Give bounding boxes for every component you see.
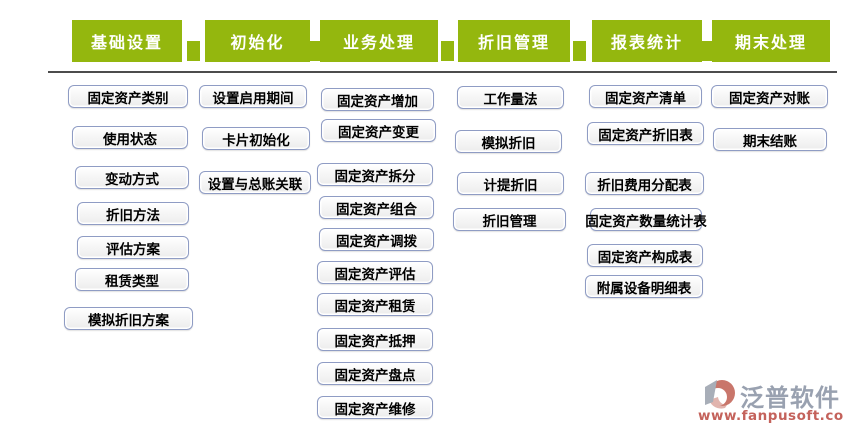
tab-connector: [702, 41, 715, 61]
module-button[interactable]: 固定资产构成表: [587, 244, 703, 267]
tab-connector: [310, 41, 323, 61]
module-button[interactable]: 固定资产数量统计表: [585, 208, 707, 231]
module-button[interactable]: 固定资产清单: [589, 85, 702, 108]
module-button[interactable]: 计提折旧: [457, 172, 564, 195]
tab-connector: [441, 41, 454, 61]
tab-connector: [573, 41, 586, 61]
brand-url-text: www.fanpusoft.com: [698, 408, 844, 424]
module-button[interactable]: 折旧费用分配表: [585, 172, 704, 195]
tab-depreciation-management[interactable]: 折旧管理: [458, 20, 570, 62]
module-button[interactable]: 设置启用期间: [199, 85, 307, 108]
tab-period-end-processing[interactable]: 期末处理: [712, 20, 830, 62]
module-button[interactable]: 折旧方法: [77, 202, 189, 225]
tab-business-processing[interactable]: 业务处理: [320, 20, 438, 62]
tab-initialization[interactable]: 初始化: [205, 20, 310, 62]
module-button[interactable]: 固定资产变更: [321, 119, 436, 142]
module-button[interactable]: 固定资产租赁: [317, 293, 433, 316]
module-button[interactable]: 固定资产拆分: [317, 163, 433, 186]
module-button[interactable]: 卡片初始化: [202, 127, 310, 150]
module-button[interactable]: 附属设备明细表: [585, 275, 703, 298]
module-button[interactable]: 设置与总账关联: [199, 171, 311, 194]
module-button[interactable]: 模拟折旧: [455, 130, 562, 153]
tab-report-statistics[interactable]: 报表统计: [592, 20, 702, 62]
tab-basic-settings[interactable]: 基础设置: [72, 20, 182, 62]
module-button[interactable]: 固定资产盘点: [317, 362, 433, 385]
module-button[interactable]: 变动方式: [75, 166, 189, 189]
brand-watermark: 泛普软件 www.fanpusoft.com↵: [694, 377, 844, 429]
module-button[interactable]: 模拟折旧方案: [64, 307, 193, 330]
module-button[interactable]: 固定资产调拨: [319, 228, 434, 251]
fanpu-logo-icon: [705, 380, 735, 409]
module-button[interactable]: 期末结账: [713, 128, 827, 151]
module-button[interactable]: 评估方案: [77, 236, 189, 259]
module-button[interactable]: 固定资产增加: [321, 88, 434, 111]
module-button[interactable]: 折旧管理: [453, 208, 566, 231]
module-button[interactable]: 固定资产组合: [319, 196, 434, 219]
module-button[interactable]: 固定资产评估: [317, 261, 433, 284]
brand-name: 泛普软件: [740, 384, 840, 412]
module-button[interactable]: 固定资产类别: [68, 85, 188, 108]
module-button[interactable]: 固定资产抵押: [317, 328, 433, 351]
module-button[interactable]: 使用状态: [72, 126, 188, 149]
module-button[interactable]: 工作量法: [457, 86, 564, 109]
header-divider: [48, 71, 837, 73]
module-button[interactable]: 固定资产维修: [317, 396, 433, 419]
module-button[interactable]: 固定资产对账: [711, 85, 828, 108]
module-button[interactable]: 租赁类型: [75, 268, 189, 291]
brand-url: www.fanpusoft.com↵: [698, 408, 844, 427]
tab-connector: [187, 41, 200, 61]
module-button[interactable]: 固定资产折旧表: [587, 122, 704, 145]
